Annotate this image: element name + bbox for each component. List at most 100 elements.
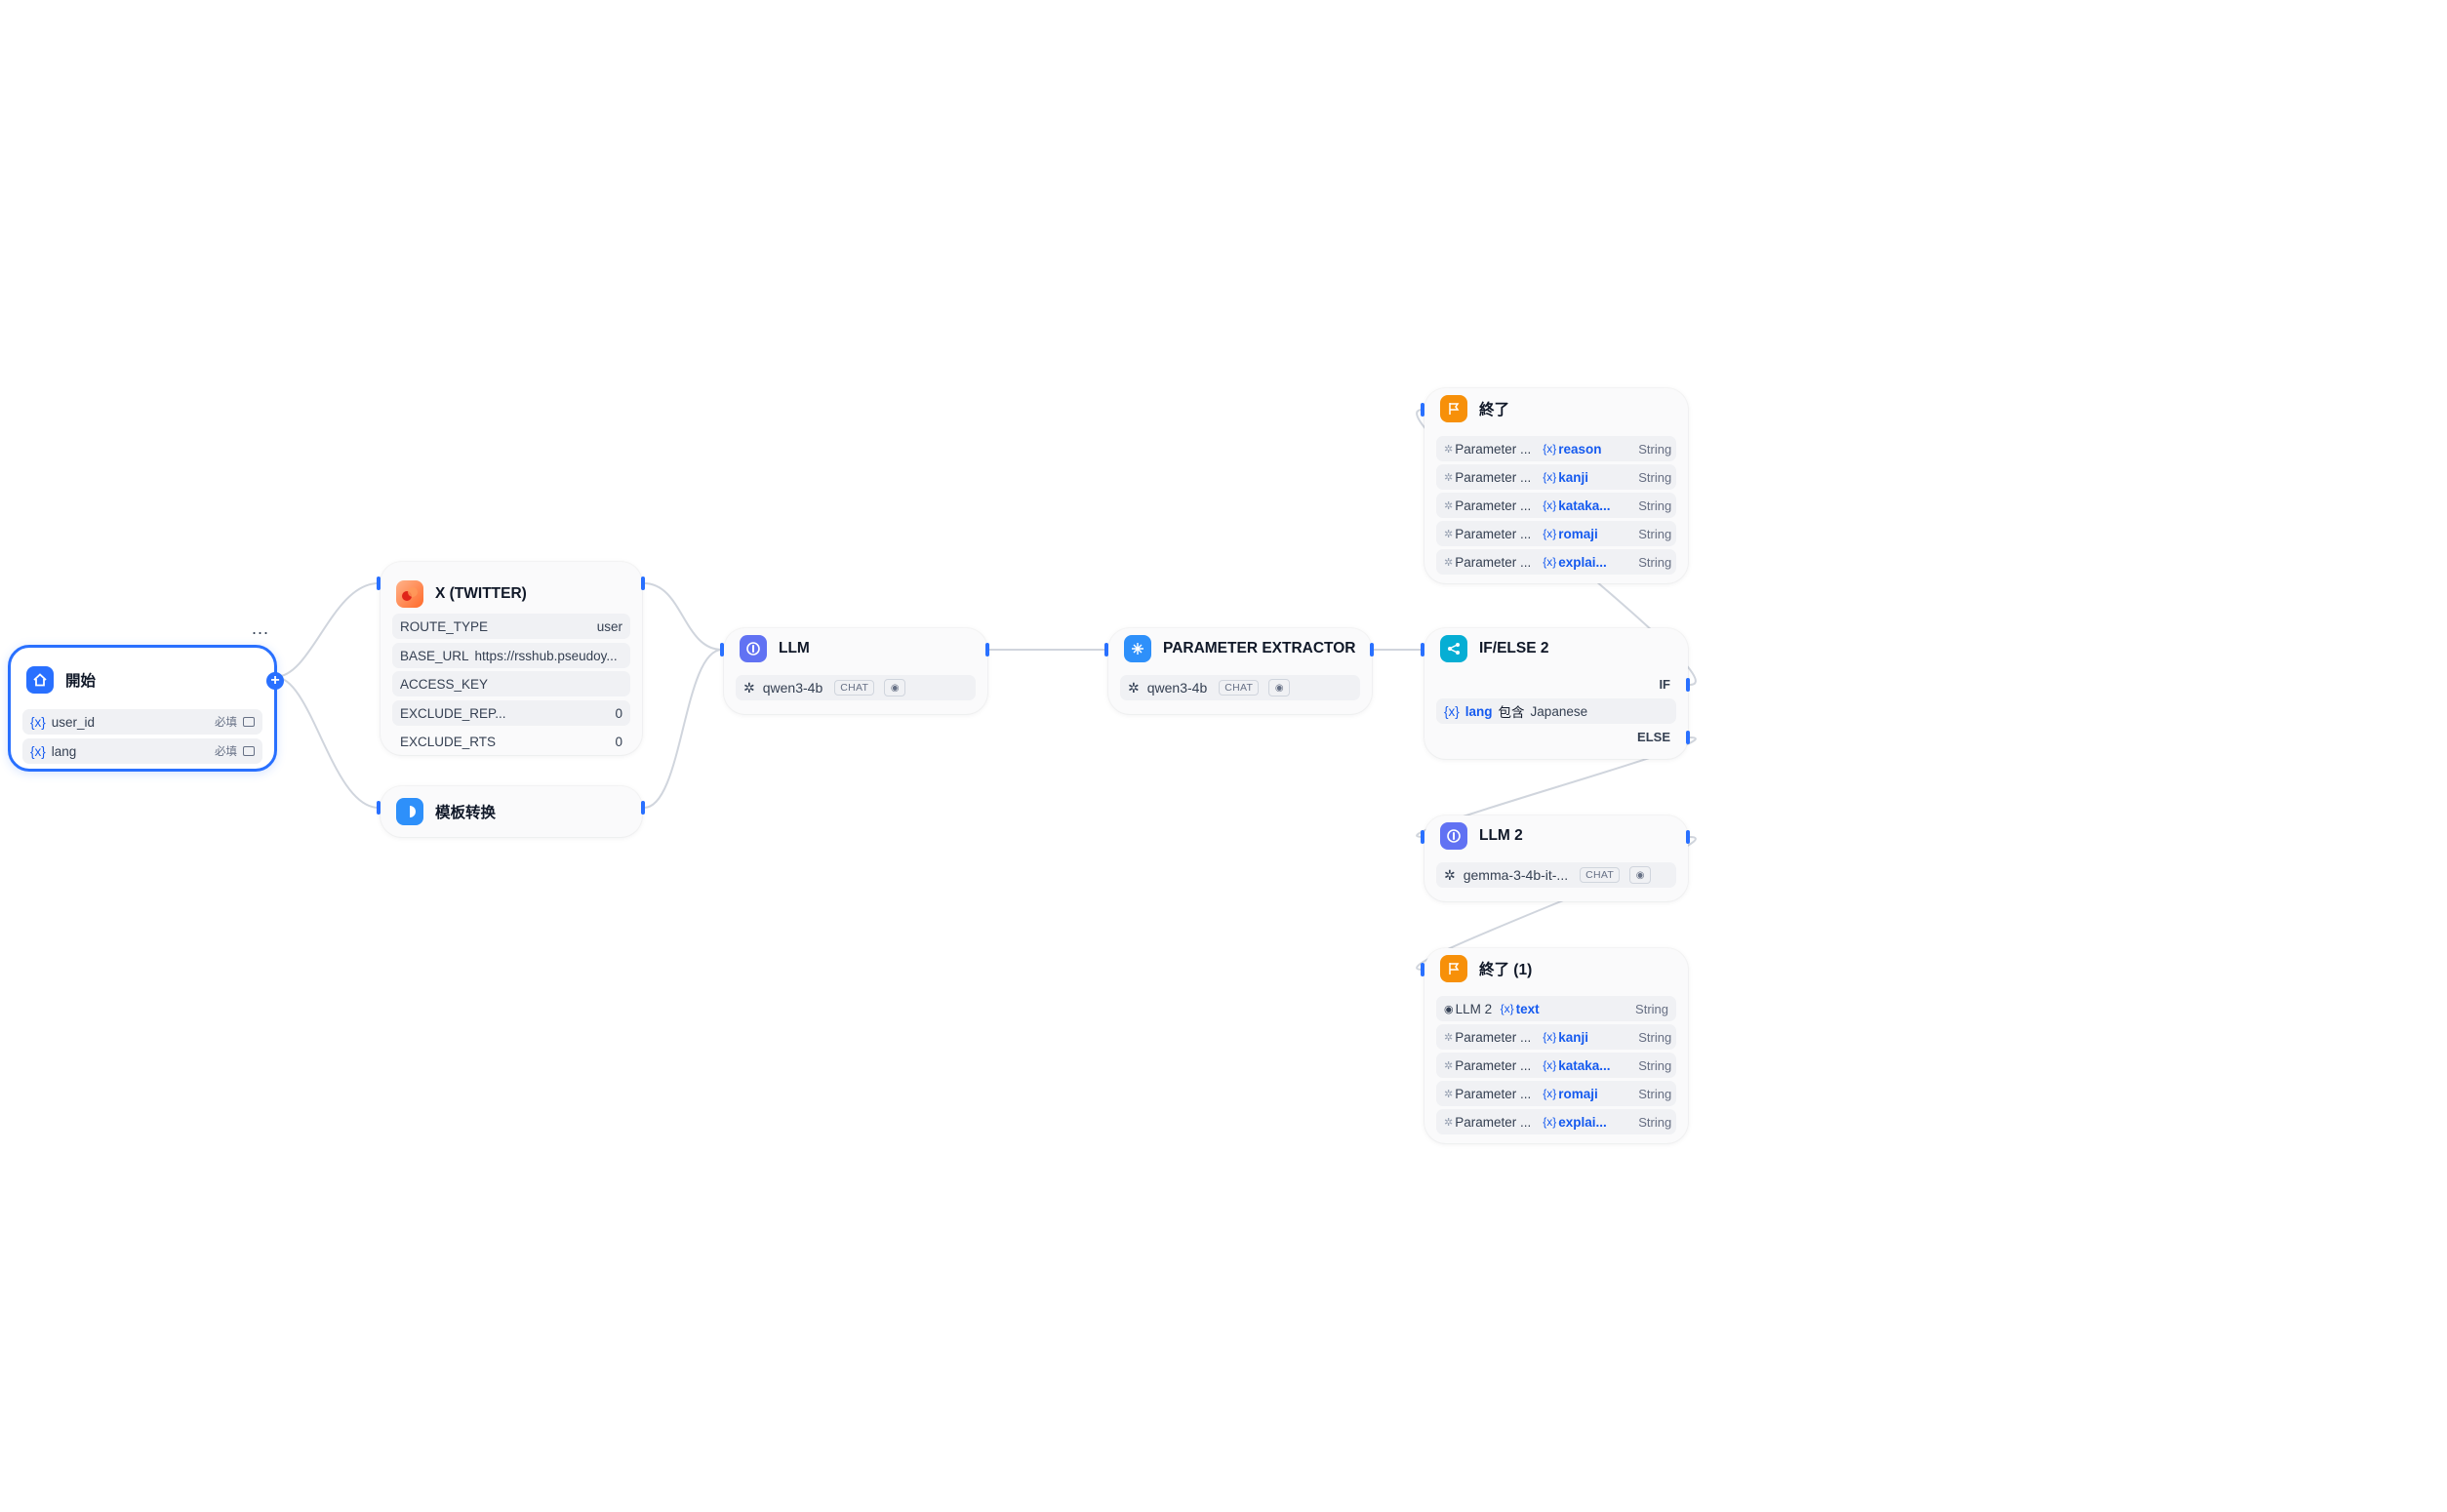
llm-node[interactable]: LLM ✲ qwen3-4b CHAT ◉ [724,628,987,714]
required-label: 必填 [215,717,237,729]
output-row: ✲ Parameter ... {x} kanji String [1436,464,1676,490]
param-key: EXCLUDE_RTS [400,734,497,749]
end2-input-handle[interactable] [1421,963,1424,976]
variable-icon: {x} [30,743,46,759]
chat-badge: CHAT [834,680,875,696]
end-icon [1440,395,1467,422]
llm-input-handle[interactable] [720,643,724,657]
output-row: ✲ Parameter ... {x} kataka... String [1436,493,1676,518]
param-key: BASE_URL [400,648,469,663]
if-else-node[interactable]: IF/ELSE 2 IF {x} lang 包含 Japanese ELSE [1424,628,1688,759]
param-value: 0 [615,705,622,721]
edge-template-llm [643,649,723,809]
output-type: String [1635,1001,1668,1016]
end2-node-header: 終了 (1) [1440,954,1532,983]
variable-icon: {x} [1543,1087,1557,1100]
end2-node-title: 終了 (1) [1479,962,1533,978]
twitter-output-handle[interactable] [641,577,645,590]
variable-icon: {x} [1543,1115,1557,1129]
output-variable: kataka... [1558,1057,1611,1073]
extractor-output-handle[interactable] [1370,643,1374,657]
llm-output-handle[interactable] [985,643,989,657]
twitter-tool-icon [396,580,423,608]
param-key: EXCLUDE_REP... [400,705,506,721]
more-options-icon[interactable]: ... [252,618,270,638]
add-next-node-button[interactable]: + [266,672,284,690]
twitter-node[interactable]: X (TWITTER) ROUTE_TYPE user BASE_URL htt… [381,562,642,755]
select-input-icon [243,746,255,756]
output-row: ✲ Parameter ... {x} romaji String [1436,1081,1676,1106]
parameter-extractor-icon: ✲ [1444,499,1454,512]
start-var-name: user_id [51,714,96,730]
model-provider-icon: ✲ [1128,679,1140,696]
else-output-handle[interactable] [1686,731,1690,744]
start-var-name: lang [51,743,77,759]
start-node[interactable]: 開始 {x} user_id 必填 {x} lang 必填 + [8,645,284,772]
model-selector[interactable]: ✲ qwen3-4b CHAT ◉ [1120,675,1360,700]
template-node[interactable]: 模板转换 [381,786,642,837]
model-selector[interactable]: ✲ qwen3-4b CHAT ◉ [736,675,976,700]
output-type: String [1638,1057,1672,1073]
model-name: gemma-3-4b-it-... [1463,867,1569,883]
output-source: Parameter ... [1455,1086,1532,1101]
twitter-input-handle[interactable] [377,577,381,590]
output-row: ✲ Parameter ... {x} explai... String [1436,549,1676,575]
if-output-handle[interactable] [1686,678,1690,692]
start-var-row[interactable]: {x} user_id 必填 [22,709,262,735]
twitter-param-row: EXCLUDE_RTS 0 [392,729,630,754]
template-output-handle[interactable] [641,801,645,815]
param-value: https://rsshub.pseudoy... [474,648,618,663]
end-node-2[interactable]: 終了 (1) ◉ LLM 2 {x} text String ✲ Paramet… [1424,948,1688,1143]
variable-icon: {x} [30,714,46,730]
text-input-icon [243,717,255,727]
output-type: String [1638,554,1672,570]
extractor-input-handle[interactable] [1104,643,1108,657]
output-variable: explai... [1558,1114,1607,1130]
llm2-output-handle[interactable] [1686,830,1690,844]
end-node-title: 終了 [1479,402,1510,418]
output-source: Parameter ... [1455,1114,1532,1130]
model-selector[interactable]: ✲ gemma-3-4b-it-... CHAT ◉ [1436,862,1676,888]
template-icon [396,798,423,825]
output-variable: romaji [1558,526,1598,541]
param-value: 0 [615,734,622,749]
extractor-node-header: PARAMETER EXTRACTOR [1124,634,1356,663]
ifelse-input-handle[interactable] [1421,643,1424,657]
parameter-extractor-icon [1124,635,1151,662]
output-type: String [1638,526,1672,541]
output-row: ✲ Parameter ... {x} kataka... String [1436,1053,1676,1078]
end-node-header: 終了 [1440,394,1509,423]
llm2-node[interactable]: LLM 2 ✲ gemma-3-4b-it-... CHAT ◉ [1424,816,1688,901]
variable-icon: {x} [1543,1058,1557,1072]
param-key: ROUTE_TYPE [400,618,489,634]
vision-icon: ◉ [884,679,906,696]
variable-icon: {x} [1543,470,1557,484]
parameter-extractor-node[interactable]: PARAMETER EXTRACTOR ✲ qwen3-4b CHAT ◉ [1108,628,1372,714]
start-node-title: 開始 [65,673,97,690]
start-var-row[interactable]: {x} lang 必填 [22,738,262,764]
condition-value: Japanese [1530,703,1588,719]
edge-start-template [274,676,380,809]
parameter-extractor-icon: ✲ [1444,1088,1454,1100]
output-source: Parameter ... [1455,1029,1532,1045]
twitter-param-row: ACCESS_KEY [392,671,630,696]
template-input-handle[interactable] [377,801,381,815]
condition-row[interactable]: {x} lang 包含 Japanese [1436,698,1676,724]
branch-icon [1440,635,1467,662]
output-type: String [1638,469,1672,485]
llm-icon [740,635,767,662]
if-branch-label: IF [1659,677,1670,692]
end-input-handle[interactable] [1421,403,1424,417]
variable-icon: {x} [1543,1030,1557,1044]
ifelse-node-title: IF/ELSE 2 [1479,640,1549,657]
output-variable: text [1515,1001,1540,1016]
llm2-input-handle[interactable] [1421,830,1424,844]
llm2-node-title: LLM 2 [1479,827,1523,844]
vision-icon: ◉ [1268,679,1291,696]
llm-node-header: LLM [740,634,810,663]
edge-twitter-llm [643,582,723,651]
output-row: ✲ Parameter ... {x} kanji String [1436,1024,1676,1050]
model-provider-icon: ✲ [743,679,755,696]
end-node[interactable]: 終了 ✲ Parameter ... {x} reason String ✲ P… [1424,388,1688,583]
